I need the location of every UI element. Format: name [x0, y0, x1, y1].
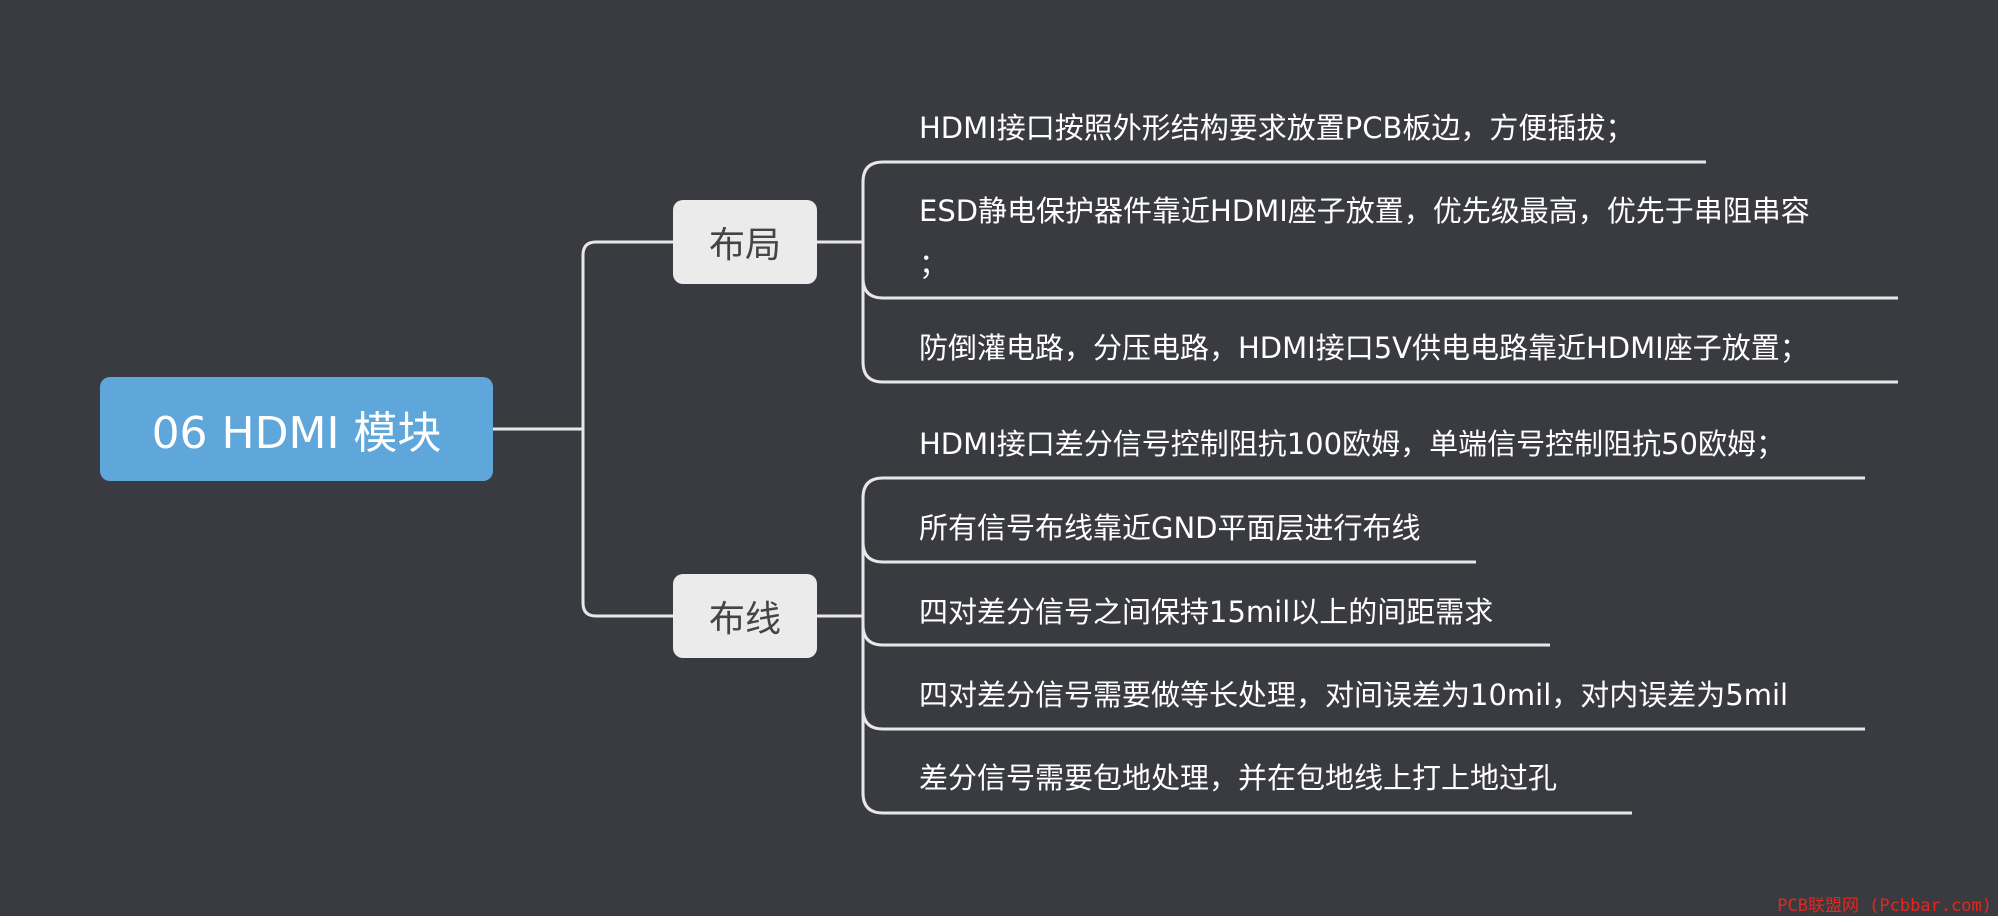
routing-bracket — [861, 476, 884, 815]
leaf-layout-2-cont: ； — [919, 247, 949, 281]
leaf-routing-5[interactable]: 差分信号需要包地处理，并在包地线上打上地过孔 — [919, 761, 1558, 795]
leaf-layout-3[interactable]: 防倒灌电路，分压电路，HDMI接口5V供电电路靠近HDMI座子放置； — [919, 331, 1809, 365]
leaf-routing-3[interactable]: 四对差分信号之间保持15mil以上的间距需求 — [919, 595, 1494, 629]
leaf-layout-1[interactable]: HDMI接口按照外形结构要求放置PCB板边，方便插拔； — [919, 111, 1635, 145]
leaf-routing-2[interactable]: 所有信号布线靠近GND平面层进行布线 — [919, 511, 1421, 545]
routing-bracket-2 — [861, 541, 884, 564]
branch-node-routing[interactable]: 布线 — [673, 574, 817, 658]
routing-bracket-3 — [861, 624, 884, 647]
branch-connector-layout — [581, 240, 673, 618]
leaf-routing-4[interactable]: 四对差分信号需要做等长处理，对间误差为10mil，对内误差为5mil — [919, 678, 1789, 712]
branch-node-layout[interactable]: 布局 — [673, 200, 817, 284]
routing-bracket-4 — [861, 708, 884, 731]
leaf-routing-1[interactable]: HDMI接口差分信号控制阻抗100欧姆，单端信号控制阻抗50欧姆； — [919, 427, 1785, 461]
watermark: PCB联盟网 (Pcbbar.com) — [1777, 896, 1992, 916]
layout-bracket-mid — [861, 277, 884, 300]
leaf-layout-2[interactable]: ESD静电保护器件靠近HDMI座子放置，优先级最高，优先于串阻串容 — [919, 194, 1810, 228]
layout-bracket — [861, 160, 884, 384]
root-node[interactable]: 06 HDMI 模块 — [100, 377, 493, 481]
